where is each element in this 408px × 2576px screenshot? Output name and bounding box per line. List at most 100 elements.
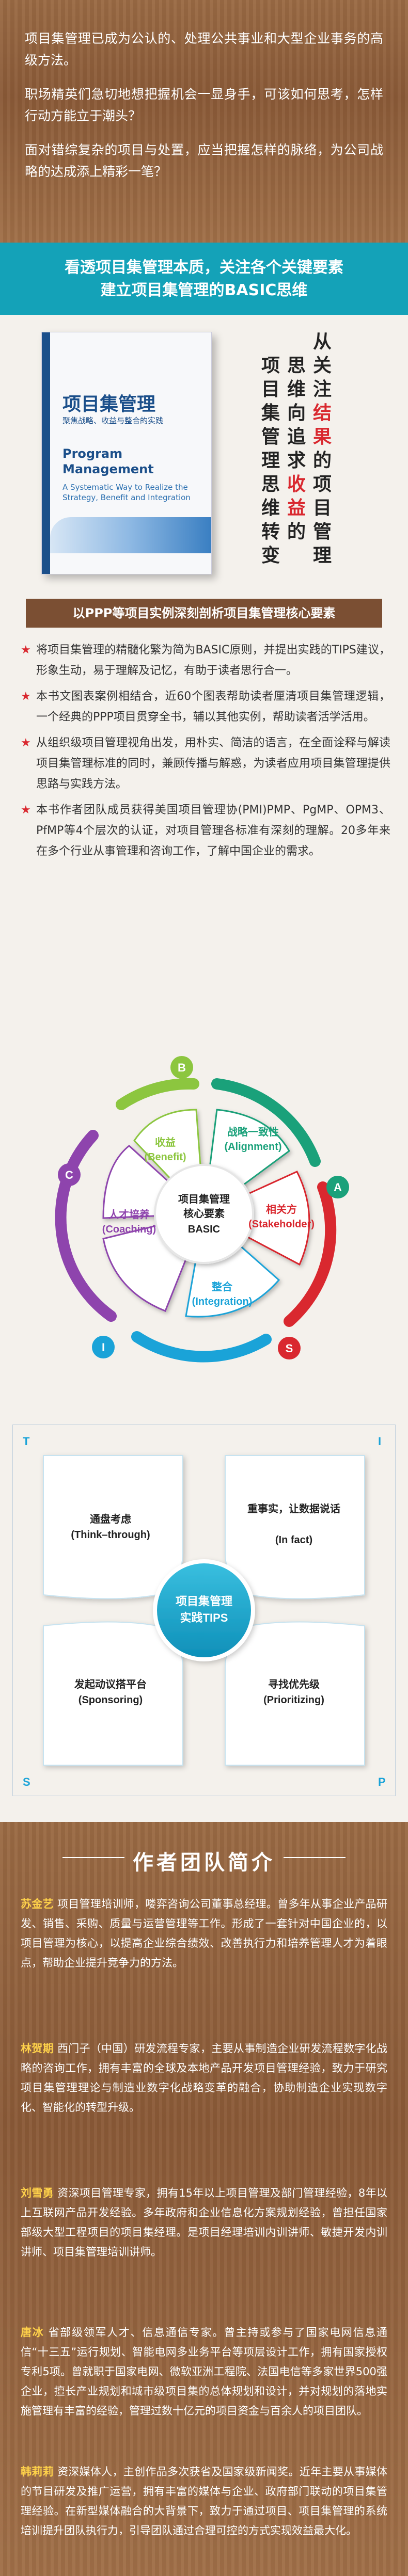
- label-en: (Alignment): [224, 1141, 281, 1153]
- label-cn: 相关方: [266, 1203, 297, 1215]
- label-cn: 整合: [211, 1281, 233, 1293]
- member-bio: 省部级领军人才、信息通信专家。曾主持或参与了国家电网信息通信“十三五”运行规划、…: [21, 2326, 387, 2417]
- star-icon: ★: [21, 690, 31, 703]
- vt-char: 思: [287, 355, 306, 376]
- cover-wave-graphic: [50, 517, 211, 553]
- vt-char: 求: [287, 450, 306, 471]
- badge-letter: I: [102, 1341, 105, 1354]
- banner-line: 建立项目集管理的BASIC思维: [100, 281, 308, 299]
- tips-card-priority: [225, 1621, 365, 1766]
- vt-char: 项: [261, 355, 280, 376]
- badge-i: [92, 1336, 115, 1358]
- tips-card-sponsor: [43, 1621, 183, 1766]
- label-en: (Stakeholder): [248, 1219, 315, 1230]
- tips-label-cn: 通盘考虑: [90, 1513, 131, 1525]
- vt-char: 维: [287, 379, 306, 400]
- vertical-title-col: 思 维 向 追 求 收 益 的: [285, 354, 308, 544]
- tips-label-cn: 寻找优先级: [268, 1678, 320, 1690]
- team-member: 唐冰 省部级领军人才、信息通信专家。曾主持或参与了国家电网信息通信“十三五”运行…: [21, 2323, 387, 2421]
- tips-card-think: [43, 1455, 183, 1599]
- vt-char: 管: [261, 426, 280, 447]
- vt-char: 结: [312, 403, 332, 424]
- intro-paragraph: 职场精英们急切地想把握机会一显身手，可该如何思考，怎样行动方能立于潮头？: [25, 87, 383, 123]
- center-text: 项目集管理: [178, 1193, 230, 1205]
- team-section: 作者团队简介 苏金艺 项目管理培训师，喽弈咨询公司董事总经理。曾多年从事企业产品…: [0, 1822, 408, 2576]
- corner-letter: S: [23, 1775, 30, 1788]
- label-en: (Integration): [192, 1296, 253, 1307]
- intro-section: 项目集管理已成为公认的、处理公共事业和大型企业事务的高级方法。 职场精英们急切地…: [0, 0, 408, 243]
- vt-char: 从: [312, 331, 332, 353]
- badge-a: [326, 1176, 349, 1198]
- vertical-title-col: 项 目 集 管 理 思 维 转 变: [259, 354, 282, 568]
- team-member: 韩莉莉 资深媒体人，主创作品多次获省及国家级新闻奖。近年主要从事媒体的节目研发及…: [21, 2462, 387, 2540]
- vt-char: 追: [287, 426, 306, 447]
- intro-paragraph: 项目集管理已成为公认的、处理公共事业和大型企业事务的高级方法。: [25, 31, 383, 68]
- vt-char: 向: [287, 403, 306, 424]
- book-spine: [42, 332, 50, 574]
- vt-char: 集: [261, 403, 280, 424]
- badge-letter: C: [65, 1169, 73, 1181]
- member-name: 唐冰: [21, 2326, 44, 2339]
- ring-segment-a: [211, 1078, 321, 1167]
- list-item-text: 本书文图表案例相结合，近60个图表帮助读者厘清项目集管理逻辑，一个经典的PPP项…: [36, 690, 390, 724]
- feature-list: ★ 将项目集管理的精髓化繁为简为BASIC原则，并提出实践的TIPS建议，形象生动…: [21, 640, 390, 867]
- vt-char: 目: [261, 379, 280, 400]
- section-subtitle: 以PPP等项目实例深刻剖析项目集管理核心要素: [26, 599, 382, 628]
- vt-char: 目: [312, 498, 332, 519]
- list-item: ★ 本书文图表案例相结合，近60个图表帮助读者厘清项目集管理逻辑，一个经典的PPP…: [21, 686, 390, 728]
- vt-char: 益: [287, 498, 306, 519]
- book-title-en: Program Management: [62, 446, 154, 476]
- list-item-text: 将项目集管理的精髓化繁为简为BASIC原则，并提出实践的TIPS建议，形象生动，…: [36, 644, 390, 677]
- vt-char: 维: [261, 498, 280, 519]
- ring-segment-i: [131, 1331, 272, 1363]
- vt-char: 果: [312, 426, 332, 447]
- basic-diagram-svg: B A S I C 项目集管理: [55, 1056, 349, 1363]
- vt-char: 的: [287, 521, 306, 542]
- member-bio: 项目管理培训师，喽弈咨询公司董事总经理。曾多年从事企业产品研发、销售、采购、质量…: [21, 1898, 387, 1969]
- team-member: 苏金艺 项目管理培训师，喽弈咨询公司董事总经理。曾多年从事企业产品研发、销售、采…: [21, 1894, 387, 1973]
- list-item-text: 本书作者团队成员获得美国项目管理协(PMI)PMP、PgMP、OPM3、PfMP…: [36, 804, 390, 858]
- vt-char: 变: [261, 545, 280, 566]
- tips-label-cn: 发起动议搭平台: [74, 1678, 147, 1690]
- star-icon: ★: [21, 644, 31, 657]
- tips-label-en: (Think–through): [71, 1529, 150, 1541]
- tips-label-cn: 重事实，让数据说话: [247, 1502, 340, 1515]
- label-cn: 战略一致性: [227, 1126, 279, 1138]
- book-cover: 项目集管理 聚焦战略、收益与整合的实践 Program Management A…: [41, 332, 212, 574]
- tips-diagram-svg: T I S P 项目集管理 实践TIPS 通盘考虑 (Think–through…: [12, 1424, 396, 1797]
- corner-letter: T: [23, 1435, 30, 1448]
- tips-label-en: (In fact): [275, 1534, 312, 1546]
- banner-line: 看透项目集管理本质，关注各个关键要素: [65, 259, 343, 277]
- member-bio: 西门子（中国）研发流程专家，主要从事制造企业研发流程数字化战略的咨询工作，拥有丰…: [21, 2042, 387, 2114]
- vertical-title-col: 从 关 注 结 果 的 项 目 管 理: [311, 330, 334, 568]
- corner-letter: I: [378, 1435, 381, 1448]
- ring-segment-c: [55, 1130, 117, 1322]
- label-cn: 人才培养: [108, 1208, 150, 1221]
- corner-letter: P: [378, 1775, 386, 1788]
- tips-center-text: 实践TIPS: [180, 1611, 228, 1624]
- intro-paragraph: 面对错综复杂的项目与处置，应当把握怎样的脉络，为公司战略的达成添上精彩一笔？: [25, 142, 383, 179]
- vt-char: 项: [312, 474, 332, 495]
- vt-char: 理: [312, 545, 332, 566]
- vt-char: 收: [287, 474, 306, 495]
- label-cn: 收益: [155, 1136, 176, 1148]
- vt-char: 注: [312, 379, 332, 400]
- label-en: (Benefit): [144, 1151, 186, 1163]
- vt-char: 管: [312, 521, 332, 542]
- basic-banner: 看透项目集管理本质，关注各个关键要素 建立项目集管理的BASIC思维: [0, 243, 408, 315]
- vt-char: 转: [261, 521, 280, 542]
- vt-char: 思: [261, 474, 280, 495]
- badge-c: [58, 1163, 81, 1186]
- member-name: 苏金艺: [21, 1898, 54, 1910]
- vt-char: 关: [312, 355, 332, 376]
- center-text: 核心要素: [183, 1207, 225, 1220]
- member-bio: 资深项目管理专家，拥有15年以上项目管理及部门管理经验，8年以上互联网产品开发经…: [21, 2187, 387, 2258]
- center-text: BASIC: [188, 1224, 220, 1235]
- tips-center-circle: [153, 1559, 255, 1661]
- member-name: 林贺期: [21, 2042, 54, 2055]
- vt-char: 的: [312, 450, 332, 471]
- list-item-text: 从组织级项目管理视角出发，用朴实、简洁的语言，在全面诠释与解读项目集管理标准的同…: [36, 737, 390, 791]
- tips-label-en: (Sponsoring): [79, 1694, 143, 1706]
- list-item: ★ 将项目集管理的精髓化繁为简为BASIC原则，并提出实践的TIPS建议，形象生动…: [21, 640, 390, 681]
- list-item: ★本书作者团队成员获得美国项目管理协(PMI)PMP、PgMP、OPM3、PfM…: [21, 800, 390, 862]
